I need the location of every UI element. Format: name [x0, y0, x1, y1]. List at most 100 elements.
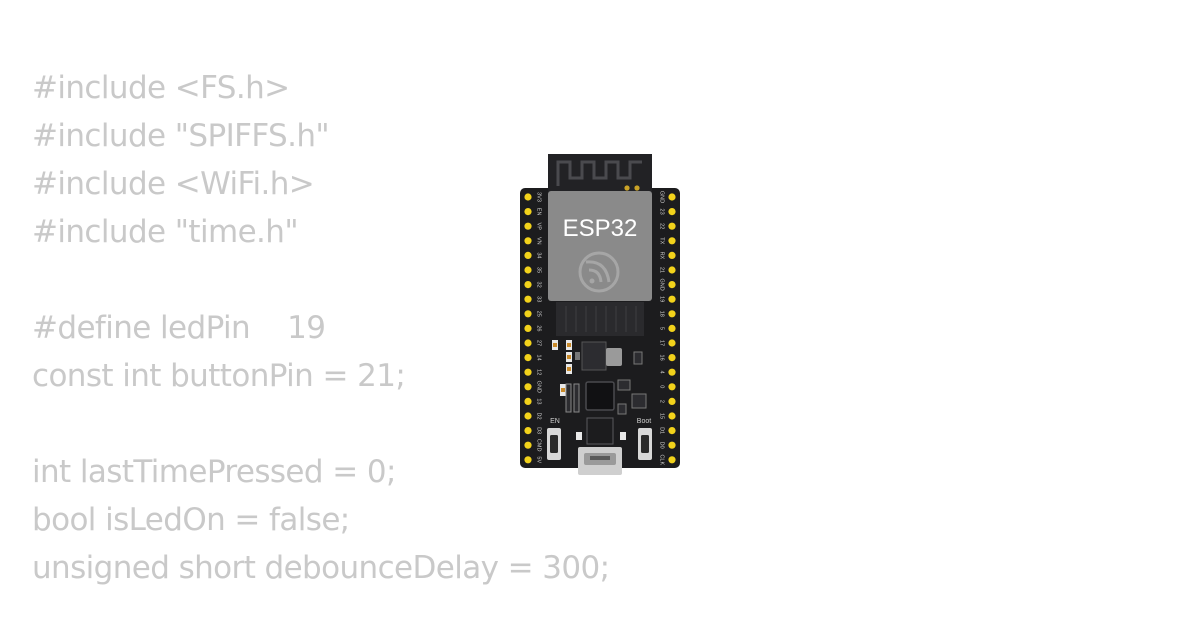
pin-pad-left-0[interactable]	[524, 193, 532, 201]
pin-pad-left-16[interactable]	[524, 427, 532, 435]
code-line: int lastTimePressed = 0;	[32, 454, 396, 490]
pin-pad-left-18[interactable]	[524, 456, 532, 464]
pin-label-right-2: 22	[659, 223, 665, 229]
code-line: #include "time.h"	[32, 214, 299, 250]
antenna-pad	[624, 185, 630, 191]
pin-label-right-7: 19	[659, 296, 665, 302]
pin-pad-right-2[interactable]	[668, 222, 676, 230]
voltage-regulator	[581, 341, 607, 371]
pin-label-left-8: 25	[536, 311, 542, 317]
pin-pad-right-10[interactable]	[668, 339, 676, 347]
pin-pad-right-3[interactable]	[668, 237, 676, 245]
code-line: unsigned short debounceDelay = 300;	[32, 550, 610, 586]
usb-uart-chip	[585, 381, 615, 411]
micro-usb-port[interactable]	[578, 447, 622, 475]
pin-pad-right-16[interactable]	[668, 427, 676, 435]
pin-label-right-18: CLK	[659, 454, 665, 465]
pin-pad-left-17[interactable]	[524, 441, 532, 449]
pin-label-right-11: 16	[659, 355, 665, 361]
pin-pad-right-4[interactable]	[668, 251, 676, 259]
pin-pad-left-13[interactable]	[524, 383, 532, 391]
pin-pad-right-1[interactable]	[668, 208, 676, 216]
module-shield	[548, 191, 652, 301]
pin-label-right-0: GND	[659, 191, 665, 203]
pin-label-left-11: 14	[536, 355, 542, 361]
pin-pad-right-18[interactable]	[668, 456, 676, 464]
pin-pad-right-6[interactable]	[668, 281, 676, 289]
pin-pad-right-17[interactable]	[668, 441, 676, 449]
pin-label-right-15: 15	[659, 413, 665, 419]
pin-pad-left-9[interactable]	[524, 324, 532, 332]
smd-components	[552, 340, 647, 415]
pin-label-left-2: VP	[536, 223, 542, 231]
code-line: #define ledPin 19	[32, 310, 326, 346]
pin-label-left-6: 32	[536, 282, 542, 288]
pin-pad-right-8[interactable]	[668, 310, 676, 318]
pin-pad-left-5[interactable]	[524, 266, 532, 274]
pin-pad-left-2[interactable]	[524, 222, 532, 230]
code-line: bool isLedOn = false;	[32, 502, 350, 538]
pin-label-left-13: GND	[536, 381, 542, 393]
pin-label-right-6: GND	[659, 278, 665, 290]
pin-pad-right-15[interactable]	[668, 412, 676, 420]
code-snippet: #include <FS.h> #include "SPIFFS.h" #inc…	[32, 64, 632, 592]
pin-pad-left-6[interactable]	[524, 281, 532, 289]
antenna-trace-icon	[556, 160, 642, 186]
en-label: EN	[550, 418, 560, 425]
boot-label: Boot	[637, 418, 651, 425]
pin-pad-right-13[interactable]	[668, 383, 676, 391]
pin-pad-left-8[interactable]	[524, 310, 532, 318]
pin-label-right-4: RX	[659, 252, 665, 260]
pin-pad-left-7[interactable]	[524, 295, 532, 303]
pin-label-left-10: 27	[536, 340, 542, 346]
pin-label-right-14: 2	[659, 400, 665, 403]
usb-footprint	[586, 417, 614, 445]
pin-pad-right-9[interactable]	[668, 324, 676, 332]
pin-pad-right-14[interactable]	[668, 397, 676, 405]
left-pin-labels: 3V3ENVPVN343532332526271412GND13D2D3CMD5…	[536, 192, 542, 463]
status-led	[620, 432, 626, 440]
right-pin-header	[668, 193, 676, 464]
pin-pad-left-1[interactable]	[524, 208, 532, 216]
pin-pad-left-15[interactable]	[524, 412, 532, 420]
pin-label-left-15: D2	[536, 412, 542, 419]
regulator-tab	[606, 348, 622, 366]
pin-pad-right-0[interactable]	[668, 193, 676, 201]
pin-pad-right-11[interactable]	[668, 354, 676, 362]
code-line: #include <WiFi.h>	[32, 166, 315, 202]
pin-label-right-5: 21	[659, 267, 665, 273]
pin-pad-right-7[interactable]	[668, 295, 676, 303]
pin-label-right-9: 5	[659, 327, 665, 330]
pin-pad-left-4[interactable]	[524, 251, 532, 259]
antenna-area	[548, 154, 652, 192]
pin-label-left-3: VN	[536, 237, 542, 245]
pin-label-left-1: EN	[536, 208, 542, 216]
pin-pad-right-5[interactable]	[668, 266, 676, 274]
pin-label-right-17: D0	[659, 442, 665, 449]
pin-label-right-13: 0	[659, 385, 665, 388]
espressif-logo-icon	[578, 251, 620, 293]
pin-label-left-14: 13	[536, 398, 542, 404]
pin-label-left-16: D3	[536, 427, 542, 434]
pin-label-right-10: 17	[659, 340, 665, 346]
pin-label-left-5: 35	[536, 267, 542, 273]
antenna-pad	[634, 185, 640, 191]
pin-label-right-8: 18	[659, 311, 665, 317]
pin-pad-left-10[interactable]	[524, 339, 532, 347]
pin-pad-left-12[interactable]	[524, 368, 532, 376]
pin-pad-left-14[interactable]	[524, 397, 532, 405]
code-line: #include "SPIFFS.h"	[32, 118, 330, 154]
boot-button[interactable]	[638, 428, 652, 460]
pin-pad-left-3[interactable]	[524, 237, 532, 245]
module-bottom	[556, 302, 644, 336]
pin-label-left-4: 34	[536, 252, 542, 258]
code-line: const int buttonPin = 21;	[32, 358, 406, 394]
pin-label-right-12: 4	[659, 371, 665, 374]
pin-pad-right-12[interactable]	[668, 368, 676, 376]
en-button[interactable]	[547, 428, 561, 460]
pin-pad-left-11[interactable]	[524, 354, 532, 362]
pin-label-right-3: TX	[659, 237, 665, 244]
pin-label-left-18: 5V	[536, 456, 542, 463]
